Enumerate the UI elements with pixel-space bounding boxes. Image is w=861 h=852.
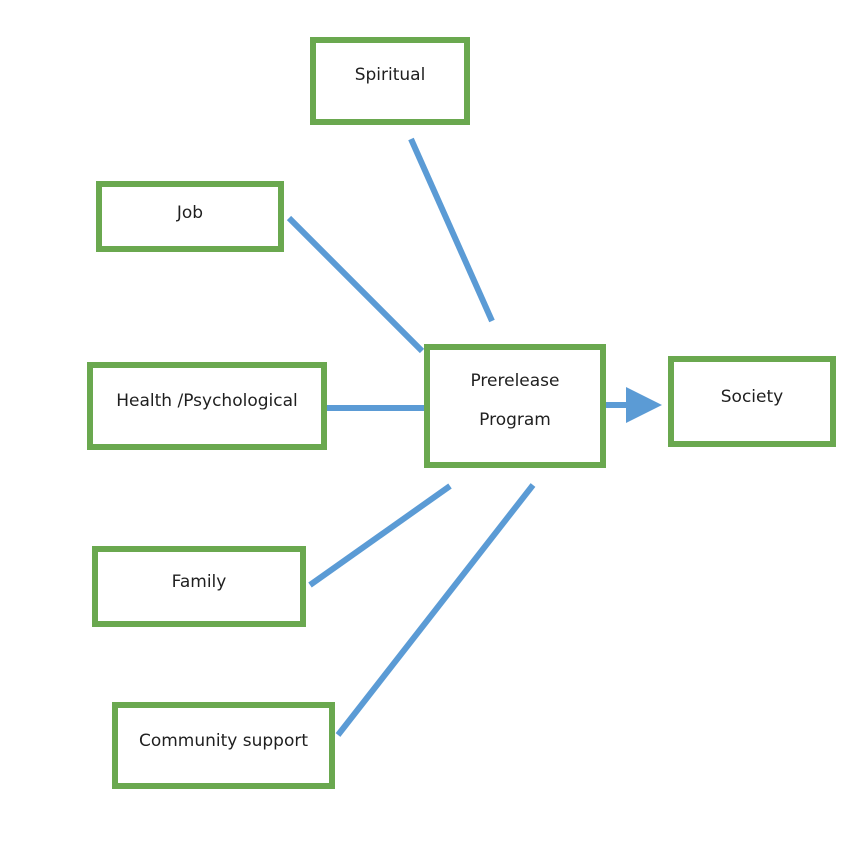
box-family: Family xyxy=(92,546,306,627)
box-community-support: Community support xyxy=(112,702,335,789)
label-family: Family xyxy=(171,572,227,592)
label-health-psychological: Health /Psychological xyxy=(116,391,298,411)
label-prerelease-line1: Prerelease xyxy=(470,371,560,391)
box-society: Society xyxy=(668,356,836,447)
connector-family-prerelease xyxy=(308,483,452,588)
connector-spiritual-prerelease xyxy=(408,137,495,323)
box-spiritual: Spiritual xyxy=(310,37,470,125)
label-job: Job xyxy=(176,203,204,223)
box-health-psychological: Health /Psychological xyxy=(87,362,327,450)
connector-community-prerelease xyxy=(335,483,536,737)
box-prerelease-program: Prerelease Program xyxy=(424,344,606,468)
box-job: Job xyxy=(96,181,284,252)
label-prerelease-line2: Program xyxy=(479,410,551,430)
label-spiritual: Spiritual xyxy=(354,65,426,85)
connector-job-prerelease xyxy=(286,215,425,354)
label-community-support: Community support xyxy=(138,731,309,751)
label-society: Society xyxy=(720,387,784,407)
